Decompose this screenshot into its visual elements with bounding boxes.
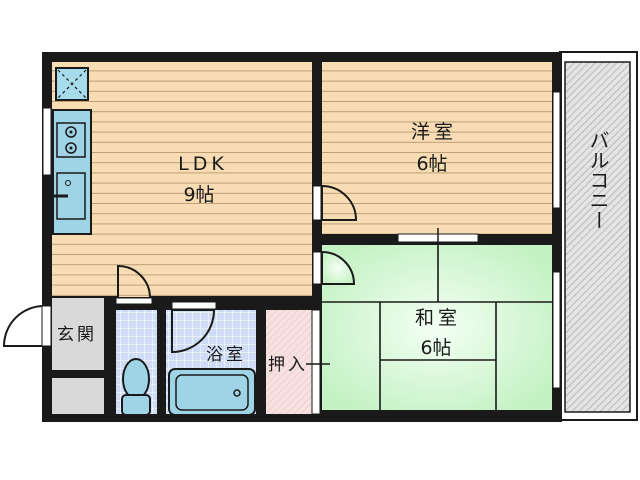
room-western: 洋室 6帖 <box>312 62 561 234</box>
stove-icon <box>56 122 86 158</box>
door-swing <box>171 309 216 354</box>
door-swing <box>321 250 356 285</box>
japanese-size: 6帖 <box>420 337 451 359</box>
ldk-size: 9帖 <box>183 184 214 206</box>
room-entrance: 玄関 <box>2 298 104 414</box>
western-name: 洋室 <box>411 121 457 143</box>
closet-sliding-door <box>311 309 321 415</box>
window <box>552 271 561 389</box>
window <box>552 91 561 209</box>
western-size: 6帖 <box>416 153 447 175</box>
bath-label: 浴室 <box>206 345 246 365</box>
balcony: バルコニー <box>559 51 638 421</box>
window <box>42 107 52 176</box>
entrance-label: 玄関 <box>57 325 97 345</box>
door-swing <box>321 184 358 221</box>
room-toilet <box>116 310 157 416</box>
japanese-name: 和室 <box>415 307 461 329</box>
entrance-door-swing <box>2 304 45 347</box>
closet-label: 押入 <box>268 355 308 375</box>
room-closet: 押入 <box>266 309 330 415</box>
room-ldk: LDK 9帖 <box>42 62 312 305</box>
shoe-cabinet <box>52 378 104 414</box>
ldk-name: LDK <box>178 153 228 175</box>
toilet-icon <box>122 358 150 400</box>
room-japanese: 和室 6帖 <box>312 228 561 410</box>
room-bath: 浴室 <box>166 301 256 416</box>
balcony-label: バルコニー <box>586 130 610 230</box>
tatami-lines <box>322 245 552 410</box>
